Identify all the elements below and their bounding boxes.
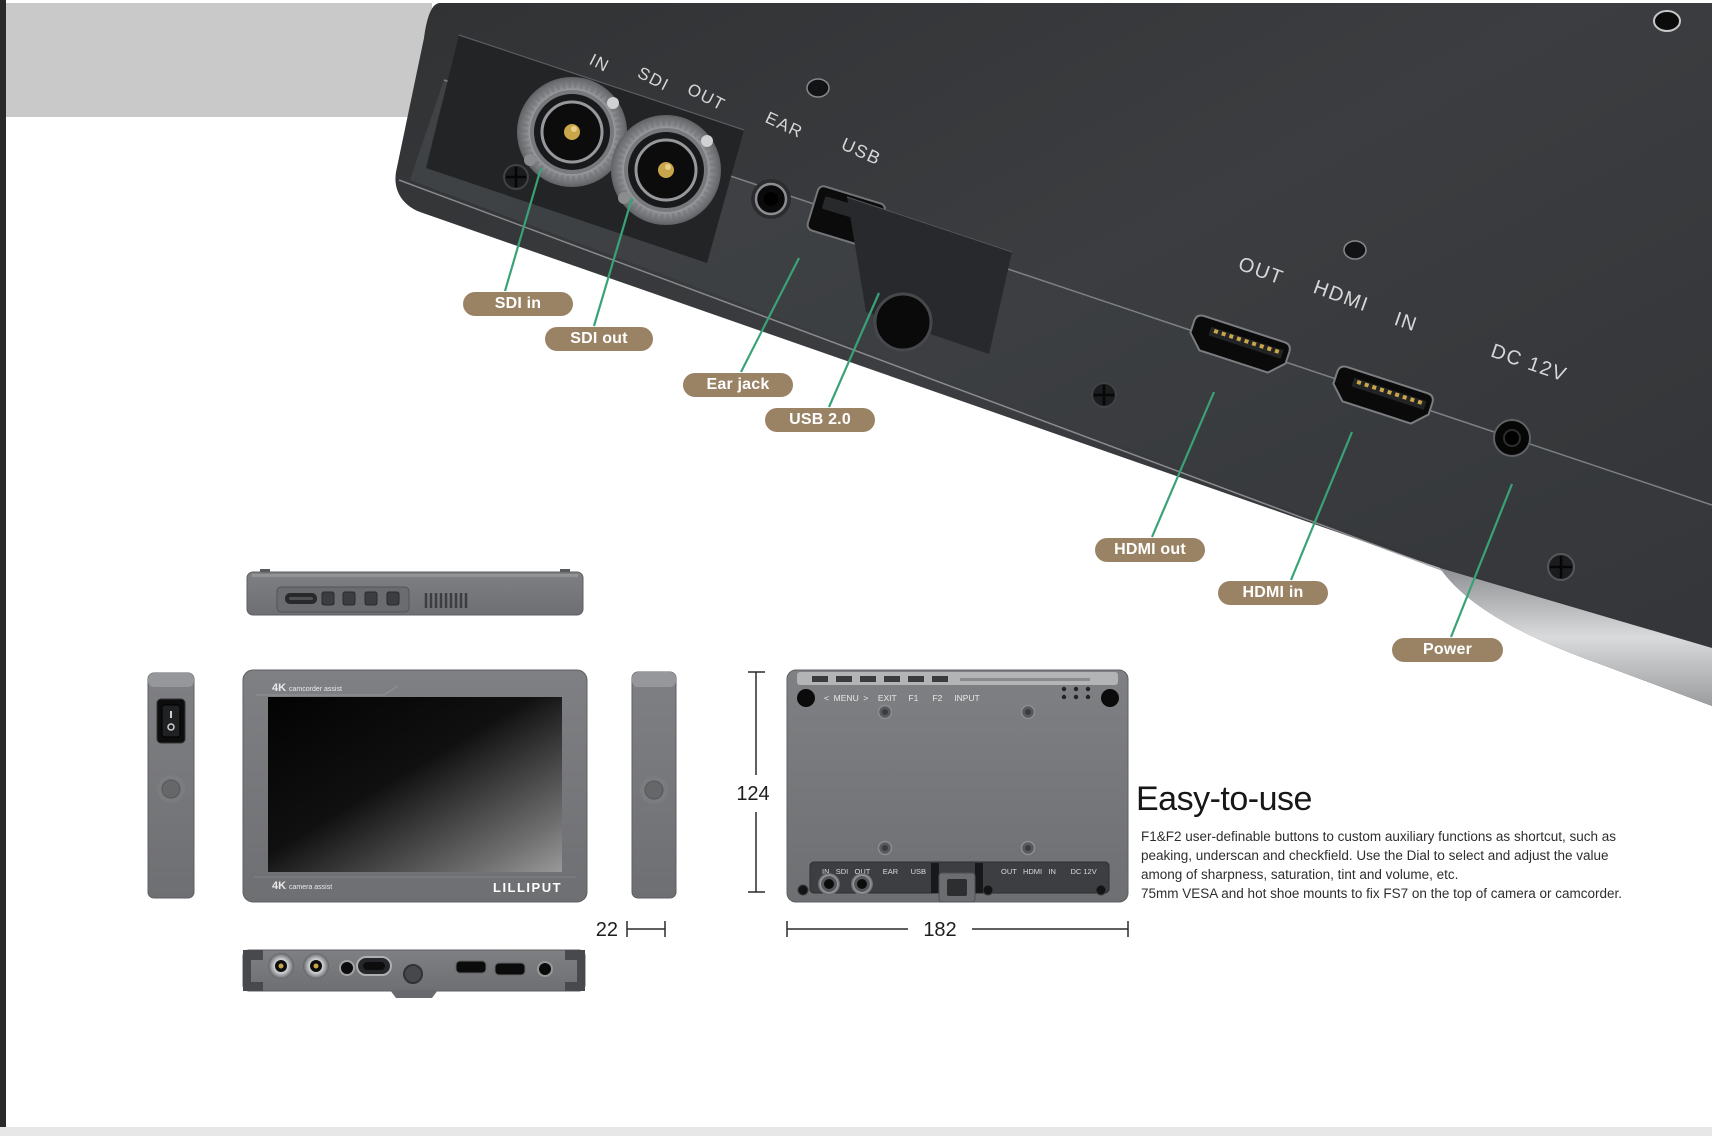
section-body: F1&F2 user-definable buttons to custom a… [1141, 827, 1622, 903]
callout-line-ear-jack [740, 257, 800, 373]
bottom-usb [356, 956, 392, 976]
left-edge-strip [0, 0, 6, 1136]
front-bottom-label: camera assist [289, 884, 332, 891]
callout-line-hdmi-in [1289, 431, 1354, 581]
rear-menu-row: < MENU > EXIT F1 F2 INPUT [824, 693, 980, 703]
callout-line-sdi-in [503, 167, 543, 292]
dimension-width-value: 182 [923, 919, 956, 941]
hdmi-out-port [1189, 314, 1291, 374]
front-top-label: camcorder assist [289, 686, 342, 693]
screw [1091, 382, 1117, 408]
view-right-side [631, 671, 677, 899]
bottom-dc-jack [537, 961, 553, 977]
hdmi-in-port [1332, 365, 1434, 425]
callout-pill-usb: USB 2.0 [765, 408, 875, 432]
callout-pill-power: Power [1392, 638, 1503, 662]
rear-top-buttons [812, 676, 948, 682]
panel-edge-highlight [458, 34, 745, 131]
vesa-holes [877, 704, 1036, 856]
bottom-gray-strip [0, 1127, 1712, 1136]
view-rear: < MENU > EXIT F1 F2 INPUT IN SDI OUT EAR… [786, 669, 1129, 903]
rear-ports-left-labels: IN SDI OUT EAR USB [822, 867, 926, 876]
speaker-dots [1061, 686, 1091, 700]
dimension-height-value: 124 [736, 783, 769, 805]
section-heading: Easy-to-use [1136, 780, 1312, 818]
bottom-bnc [268, 953, 329, 979]
bottom-ear-jack [339, 960, 355, 976]
strip-screw [1095, 884, 1107, 896]
mount-recess [846, 196, 1013, 354]
strip-screw [982, 884, 994, 896]
callout-pill-sdi-out: SDI out [545, 327, 653, 351]
callout-pill-ear-jack: Ear jack [683, 373, 793, 397]
callout-pill-sdi-in: SDI in [463, 292, 573, 316]
callout-pill-hdmi-in: HDMI in [1218, 581, 1328, 605]
callout-pill-hdmi-out: HDMI out [1095, 538, 1205, 562]
top-gray-band [4, 3, 432, 117]
bottom-hdmi-out [455, 960, 487, 974]
corner-screw-hole [1101, 689, 1119, 707]
bottom-mount-hole [403, 964, 423, 984]
dc-power-jack [1493, 419, 1531, 457]
sdi-in-connector [517, 77, 627, 187]
body-line: among of sharpness, saturation, tint and… [1141, 867, 1459, 882]
silver-bottom-wedge [1440, 568, 1712, 706]
body-line: peaking, underscan and checkfield. Use t… [1141, 848, 1609, 863]
top-face-hole [806, 78, 830, 98]
callout-line-power [1449, 483, 1514, 638]
top-face-hole [1653, 10, 1681, 32]
dimension-depth [626, 921, 666, 937]
callout-line-hdmi-out [1150, 391, 1216, 538]
screen [268, 697, 562, 872]
top-buttons [321, 591, 400, 606]
bottom-hdmi-in [494, 962, 526, 976]
callout-line-usb [827, 292, 881, 408]
view-top [246, 569, 584, 616]
crease-highlight-bottom [398, 179, 1443, 571]
sdi-out-connector [611, 115, 721, 225]
rear-ports-right-labels: OUT HDMI IN DC 12V [1001, 867, 1097, 876]
top-face-hole [1343, 240, 1367, 260]
body-line: F1&F2 user-definable buttons to custom a… [1141, 829, 1616, 844]
brand-logo: LILLIPUT [493, 880, 562, 895]
ear-jack-connector [751, 179, 791, 219]
device-render: IN SDI OUT EAR USB OUT HDMI IN DC 12V [395, 3, 1712, 706]
front-badge-bottom: 4K [272, 880, 286, 892]
mount-bracket-right [565, 950, 585, 991]
screw [503, 164, 529, 190]
view-bottom [242, 949, 586, 998]
dimension-depth-value: 22 [596, 919, 618, 941]
dimension-height [748, 671, 765, 893]
screw [1547, 553, 1575, 581]
dimension-width [786, 921, 1129, 937]
vent-slots [424, 593, 468, 608]
view-left-side [147, 672, 195, 899]
device-front-face [410, 80, 1712, 648]
view-front: 4K camcorder assist 4K camera assist LIL… [242, 669, 588, 903]
rear-bnc-stubs [818, 873, 873, 895]
corner-screw-hole [797, 689, 815, 707]
mount-bracket-left [243, 950, 263, 991]
body-line: 75mm VESA and hot shoe mounts to fix FS7… [1141, 886, 1622, 901]
front-badge-top: 4K [272, 682, 286, 694]
callout-line-sdi-out [592, 197, 634, 327]
callout-lines [503, 167, 1514, 638]
strip-screw [797, 884, 809, 896]
